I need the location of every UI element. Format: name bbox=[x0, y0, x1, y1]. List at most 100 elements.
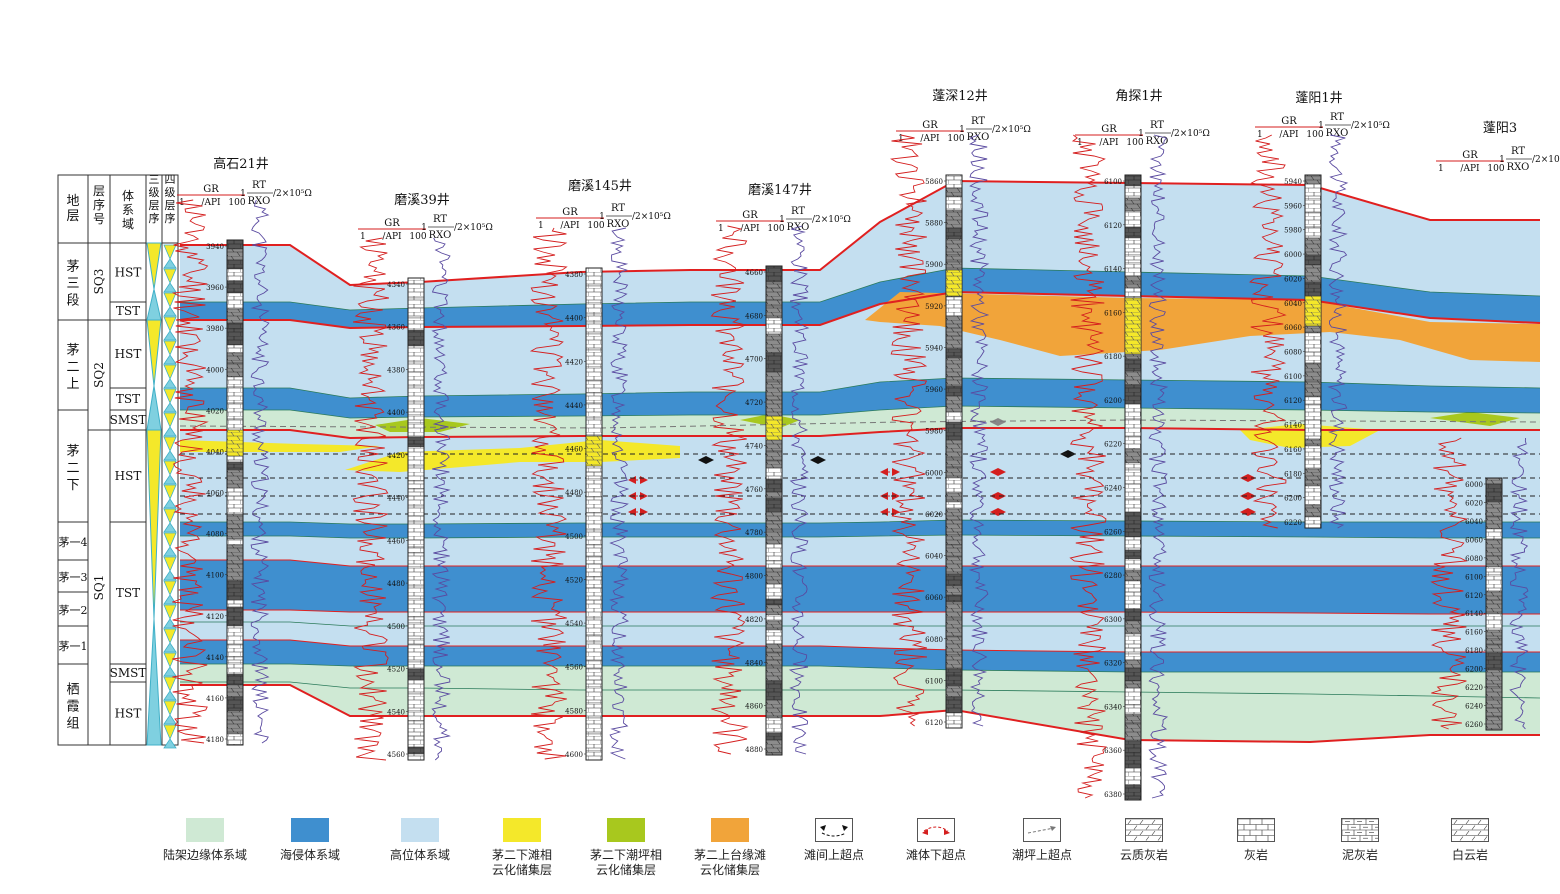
lithology-bed bbox=[765, 317, 783, 335]
lithology-bed bbox=[765, 287, 783, 301]
depth-label: 4420 bbox=[387, 452, 405, 460]
depth-label: 6160 bbox=[1284, 446, 1302, 454]
lithology-bed bbox=[407, 598, 425, 618]
legend-swatch bbox=[815, 818, 853, 842]
band-mao11-tst bbox=[180, 640, 1540, 672]
lithology-bed bbox=[407, 720, 425, 737]
lithology-bed bbox=[1124, 287, 1142, 298]
legend-swatch bbox=[186, 818, 224, 842]
lithology-bed bbox=[585, 380, 603, 394]
lithology-bed bbox=[226, 544, 244, 565]
depth-label: 6220 bbox=[1465, 684, 1483, 692]
legend-swatch bbox=[1125, 818, 1163, 842]
header-formation-char: 层 bbox=[66, 209, 79, 224]
lithology-bed bbox=[765, 381, 783, 401]
lithology-bed bbox=[945, 696, 963, 714]
fourth-order-triangle bbox=[163, 580, 177, 597]
sequence-SQ3: SQ3 bbox=[92, 269, 106, 295]
lithology-bed bbox=[765, 333, 783, 354]
formation-qixia: 霞 bbox=[66, 700, 79, 715]
well-name: 磨溪145井 bbox=[568, 179, 632, 194]
lithology-bed bbox=[585, 563, 603, 578]
tidal-dolomite-body-3 bbox=[1430, 412, 1520, 426]
lithology-bed bbox=[1485, 629, 1503, 640]
formation-qixia: 栖 bbox=[66, 683, 79, 698]
lithology-bed bbox=[1485, 716, 1503, 731]
system-tract-label: SMST bbox=[110, 413, 147, 427]
depth-label: 6100 bbox=[1284, 373, 1302, 381]
depth-label: 5980 bbox=[925, 428, 943, 436]
lithology-bed bbox=[407, 746, 425, 755]
depth-label: 6080 bbox=[925, 636, 943, 644]
depth-label: 6040 bbox=[925, 553, 943, 561]
gr-max: 100 bbox=[228, 198, 245, 208]
header-sequence-no-char: 号 bbox=[93, 212, 105, 226]
depth-label: 4820 bbox=[745, 616, 763, 624]
depth-label: 6320 bbox=[1104, 660, 1122, 668]
lithology-bed bbox=[1124, 403, 1142, 420]
formation-mao3: 三 bbox=[66, 277, 79, 292]
legend-label: 潮坪上超点 bbox=[1011, 848, 1072, 862]
gr-unit: /API bbox=[560, 221, 580, 231]
fourth-order-triangle bbox=[163, 676, 177, 693]
lithology-bed bbox=[1485, 501, 1503, 518]
depth-label: 4480 bbox=[387, 580, 405, 588]
rt-label: RT bbox=[611, 203, 625, 214]
depth-label: 6260 bbox=[1465, 721, 1483, 729]
surface-b7 bbox=[180, 534, 1540, 539]
band-sq2-tst bbox=[180, 378, 1540, 418]
lithology-bed bbox=[765, 371, 783, 383]
system-tract-label: TST bbox=[116, 586, 140, 600]
depth-label: 6080 bbox=[1284, 349, 1302, 357]
depth-label: 6180 bbox=[1465, 647, 1483, 655]
lithology-bed bbox=[407, 495, 425, 507]
dolomite-reservoir-interval bbox=[585, 435, 603, 467]
gr-label: GR bbox=[562, 207, 578, 218]
gr-max: 100 bbox=[587, 221, 604, 231]
depth-label: 4400 bbox=[565, 315, 583, 323]
lithology-bed bbox=[585, 599, 603, 619]
lithology-bed bbox=[226, 344, 244, 354]
gr-label: GR bbox=[742, 210, 758, 221]
lithology-bed bbox=[226, 402, 244, 420]
depth-label: 5940 bbox=[1284, 178, 1302, 186]
legend-swatch bbox=[1451, 818, 1489, 842]
lithology-bed bbox=[585, 267, 603, 287]
band-sq3-tst bbox=[180, 268, 1540, 328]
legend-label: 高位体系域 bbox=[389, 848, 450, 862]
lithology-bed bbox=[945, 196, 963, 211]
sequence-SQ2: SQ2 bbox=[92, 362, 106, 388]
lithology-bed bbox=[1124, 226, 1142, 239]
lithology-bed bbox=[585, 302, 603, 315]
formation-mao12: 茅一2 bbox=[59, 604, 88, 617]
margin-dolomite-body bbox=[865, 292, 1540, 362]
depth-label: 6120 bbox=[1284, 397, 1302, 405]
gr-curve bbox=[709, 225, 749, 755]
fourth-order-triangle bbox=[163, 666, 177, 677]
lithology-bed bbox=[226, 495, 244, 515]
gr-max: 100 bbox=[1126, 138, 1143, 148]
lithology-bed bbox=[1124, 687, 1142, 706]
tidal-flat-dashed bbox=[179, 419, 1541, 429]
depth-label: 4380 bbox=[387, 366, 405, 374]
lithology-bed bbox=[407, 753, 425, 761]
depth-label: 6020 bbox=[925, 511, 943, 519]
dolomite-reservoir-interval bbox=[765, 415, 783, 441]
lithology-bed bbox=[1124, 448, 1142, 464]
lithology-bed bbox=[945, 348, 963, 359]
depth-label: 6120 bbox=[1104, 222, 1122, 230]
rt-label: RT bbox=[1150, 120, 1164, 131]
fourth-order-triangle bbox=[163, 244, 177, 261]
legend-symbol bbox=[1341, 818, 1380, 841]
depth-label: 4760 bbox=[745, 486, 763, 494]
lithology-bed bbox=[945, 668, 963, 676]
lithology-bed bbox=[407, 638, 425, 646]
boundary-b9 bbox=[180, 609, 1540, 615]
lithology-bed bbox=[765, 620, 783, 631]
system-tract-label: HST bbox=[115, 469, 142, 483]
legend-item: 海侵体系域 bbox=[255, 818, 365, 863]
legend-swatch bbox=[291, 818, 329, 842]
